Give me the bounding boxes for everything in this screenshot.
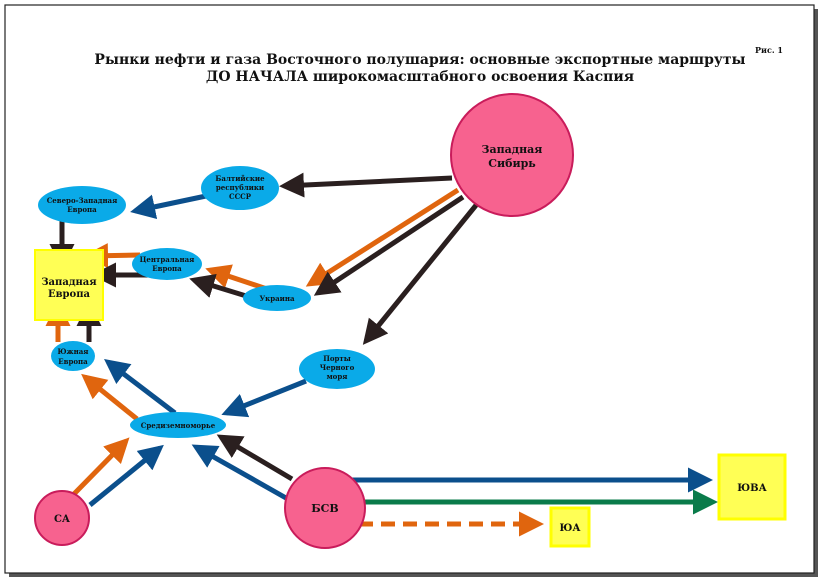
arrow-mediterranean-southeurope-orange <box>81 373 139 421</box>
node-baltic: Балтийские республики СССР <box>201 166 279 210</box>
node-west-europe-label-1: Западная <box>41 277 97 288</box>
arrow-bsv-mediterranean-black <box>216 434 294 482</box>
node-nw-europe-label-2: Европа <box>67 205 97 214</box>
node-nw-europe-label-1: Северо-Западная <box>47 196 118 205</box>
node-na: СА <box>34 490 90 546</box>
node-black-sea-label-3: моря <box>327 372 348 381</box>
arrow-siberia-blacksea <box>362 202 479 345</box>
arrow-siberia-ukraine-black <box>313 194 465 296</box>
node-south-europe-label-1: Южная <box>58 347 89 356</box>
node-ukraine-label: Украина <box>259 294 294 303</box>
node-central-europe-label-1: Центральная <box>140 255 195 264</box>
node-bsv: БСВ <box>284 467 366 549</box>
arrow-blacksea-mediterranean <box>221 378 307 418</box>
node-ukraine: Украина <box>243 285 311 311</box>
title-line-1: Рынки нефти и газа Восточного полушария:… <box>94 52 745 68</box>
node-nw-europe: Северо-Западная Европа <box>38 186 126 224</box>
figure-label: Рис. 1 <box>755 45 783 55</box>
node-yuva: ЮВА <box>717 453 787 521</box>
node-black-sea-label-1: Порты <box>323 354 351 363</box>
node-sea-label: ЮА <box>559 523 581 534</box>
arrow-baltic-nweurope <box>130 193 207 220</box>
node-west-siberia: Западная Сибирь <box>450 93 574 217</box>
node-central-europe-label-2: Европа <box>152 264 182 273</box>
arrow-siberia-baltic <box>279 172 453 198</box>
node-south-europe-label-2: Европа <box>58 357 88 366</box>
node-yuva-label: ЮВА <box>737 483 767 494</box>
node-na-label: СА <box>54 514 71 525</box>
node-baltic-label-3: СССР <box>229 192 252 201</box>
node-bsv-label: БСВ <box>311 502 338 515</box>
arrow-ukraine-central-orange <box>205 264 271 293</box>
arrow-siberia-ukraine-orange <box>305 187 460 287</box>
node-central-europe: Центральная Европа <box>132 248 202 280</box>
node-west-europe-label-2: Европа <box>48 289 91 300</box>
node-west-europe: Западная Европа <box>34 249 104 321</box>
node-baltic-label-1: Балтийские <box>215 174 265 183</box>
node-mediterranean: Средиземноморье <box>130 412 226 438</box>
node-west-siberia-label-2: Сибирь <box>488 157 536 170</box>
node-baltic-label-2: республики <box>216 183 264 192</box>
title-line-2: ДО НАЧАЛА широкомасштабного освоения Кас… <box>206 69 634 85</box>
node-sea: ЮА <box>549 506 591 548</box>
node-black-sea-label-2: Черного <box>320 363 355 372</box>
arrow-na-mediterranean-orange <box>71 437 130 497</box>
node-west-siberia-label-1: Западная <box>482 143 543 156</box>
node-south-europe: Южная Европа <box>51 341 95 371</box>
node-black-sea-ports: Порты Черного моря <box>299 349 375 389</box>
node-mediterranean-label: Средиземноморье <box>141 421 216 430</box>
arrow-mediterranean-southeurope-blue <box>104 358 177 415</box>
route-arrows <box>45 172 718 537</box>
arrow-bsv-mediterranean-blue <box>191 444 288 501</box>
arrow-na-mediterranean-blue <box>88 444 164 507</box>
